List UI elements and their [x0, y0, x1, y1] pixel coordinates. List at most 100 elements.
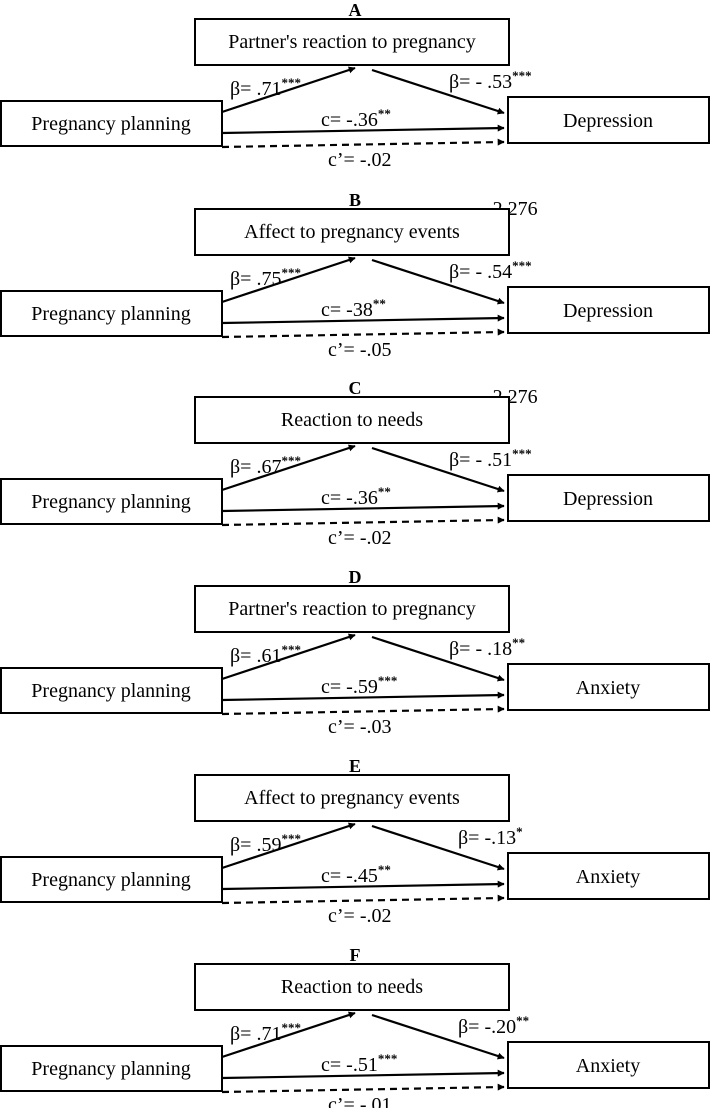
panel-d-path-b-arrow [371, 635, 505, 682]
panel-e-coef-a: β= .59*** [230, 831, 301, 856]
panel-f-path-b-arrow [371, 1013, 505, 1060]
panel-b-coef-c-prime-value: c’= -.05 [328, 339, 391, 361]
panel-b-outcome-box [507, 286, 710, 334]
panel-f-coef-a-significance: *** [281, 1020, 301, 1035]
panel-a-coef-c-prime-value: c’= -.02 [328, 149, 391, 171]
panel-e-outcome-box [507, 852, 710, 900]
panel-c-predictor-label: Pregnancy planning [31, 491, 190, 513]
panel-c-coef-c: c= -.36** [321, 484, 391, 509]
panel-c-coef-a: β= .67*** [230, 453, 301, 478]
panel-a-coef-b: β= - .53*** [449, 68, 532, 93]
panel-e-coef-b-significance: * [516, 824, 523, 839]
panel-c-coef-a-significance: *** [281, 453, 301, 468]
panel-c-coef-c-significance: ** [378, 484, 391, 499]
panel-f-coef-a-value: β= .71 [230, 1023, 281, 1045]
panel-a-coef-c-prime: c’= -.02 [328, 149, 391, 171]
panel-e-path-b-arrow [371, 824, 505, 871]
panel-d-coef-c-prime-value: c’= -.03 [328, 716, 391, 738]
panel-f-letter: F [350, 945, 361, 965]
panel-e-coef-b: β= -.13* [458, 824, 523, 849]
panel-c-coef-c-prime: c’= -.02 [328, 527, 391, 549]
panel-c-coef-c-value: c= -.36 [321, 487, 378, 509]
panel-b-coef-b-significance: *** [512, 258, 532, 273]
panel-d-path-c-arrow [221, 691, 505, 702]
panel-c-coef-c-prime-value: c’= -.02 [328, 527, 391, 549]
panel-c-outcome-box [507, 474, 710, 522]
panel-a-coef-c-significance: ** [378, 106, 391, 121]
panel-f-coef-b: β= -.20** [458, 1013, 529, 1038]
panel-e-coef-a-significance: *** [281, 831, 301, 846]
panel-e-coef-c-prime: c’= -.02 [328, 905, 391, 927]
panel-f-path-c-prime-arrow [221, 1083, 505, 1094]
panel-f-outcome-box [507, 1041, 710, 1089]
panel-d-path-c-prime-arrow [221, 705, 505, 716]
panel-b-path-b-arrow [371, 258, 505, 305]
panel-d-coef-b: β= - .18** [449, 635, 525, 660]
panel-a-outcome-label: Depression [563, 110, 653, 132]
panel-d: D Partner's reaction to pregnancyPregnanc… [0, 567, 710, 738]
panel-e-mediator-label: Affect to pregnancy events [244, 787, 460, 809]
panel-e-coef-c-prime-value: c’= -.02 [328, 905, 391, 927]
panel-a-coef-c-value: c= -.36 [321, 109, 378, 131]
panel-b-path-a-arrow [221, 256, 356, 304]
panel-b-coef-a-significance: *** [281, 265, 301, 280]
panel-c-coef-b-significance: *** [512, 446, 532, 461]
panel-b-coef-b-value: β= - .54 [449, 261, 512, 283]
panel-f-coef-c-value: c= -.51 [321, 1054, 378, 1076]
panel-c-coef-a-value: β= .67 [230, 456, 281, 478]
panel-c-path-c-prime-arrow [221, 516, 505, 527]
panel-e-predictor-label: Pregnancy planning [31, 869, 190, 891]
panel-b-predictor-label: Pregnancy planning [31, 303, 190, 325]
panel-a-path-a-arrow [221, 66, 356, 114]
panel-b-coef-c: c= -38** [321, 296, 386, 321]
panel-b-path-c-arrow [221, 314, 505, 325]
panel-a-predictor-label: Pregnancy planning [31, 113, 190, 135]
panel-f-path-c-arrow [221, 1069, 505, 1080]
panel-d-coef-b-significance: ** [512, 635, 525, 650]
panel-f-coef-a: β= .71*** [230, 1020, 301, 1045]
panel-f-coef-b-significance: ** [516, 1013, 529, 1028]
panel-c-letter: C [349, 378, 362, 398]
panel-d-predictor-label: Pregnancy planning [31, 680, 190, 702]
panel-c-path-b-arrow [371, 446, 505, 493]
panel-a-coef-a: β= .71*** [230, 75, 301, 100]
panel-a-mediator-box [194, 18, 510, 66]
panel-b-coef-c-value: c= -38 [321, 299, 373, 321]
panel-e-predictor-box [0, 856, 223, 903]
panel-b-outcome-label: Depression [563, 300, 653, 322]
panel-d-coef-a: β= .61*** [230, 642, 301, 667]
panel-e-coef-a-value: β= .59 [230, 834, 281, 856]
panel-a-path-c-arrow [221, 124, 505, 135]
panel-f-path-a-arrow [221, 1011, 356, 1059]
panel-f-coef-c-significance: *** [378, 1051, 398, 1066]
panel-e-path-c-arrow [221, 880, 505, 891]
panel-d-coef-c: c= -.59*** [321, 673, 397, 698]
panel-e-coef-c-significance: ** [378, 862, 391, 877]
panel-b-coef-c-significance: ** [373, 296, 386, 311]
panel-d-predictor-box [0, 667, 223, 714]
panel-b-predictor-box [0, 290, 223, 337]
panel-d-mediator-label: Partner's reaction to pregnancy [228, 598, 475, 620]
panel-b-mediator-box [194, 208, 510, 256]
panel-e-coef-b-value: β= -.13 [458, 827, 516, 849]
panel-d-outcome-box [507, 663, 710, 711]
panel-f-coef-c-prime: c’= -.01 [328, 1094, 391, 1108]
panel-a-coef-b-value: β= - .53 [449, 71, 512, 93]
panel-d-coef-a-significance: *** [281, 642, 301, 657]
panel-f-predictor-box [0, 1045, 223, 1092]
panel-e-outcome-label: Anxiety [576, 866, 640, 888]
panel-c-path-a-arrow [221, 444, 356, 492]
panel-f-mediator-box [194, 963, 510, 1011]
panel-e-path-a-arrow [221, 822, 356, 870]
panel-c-outcome-label: Depression [563, 488, 653, 510]
panel-d-letter: D [349, 567, 362, 587]
panel-d-coef-b-value: β= - .18 [449, 638, 512, 660]
panel-a-path-c-prime-arrow [221, 138, 505, 149]
panel-d-outcome-label: Anxiety [576, 677, 640, 699]
panel-b-coef-a: β= .75*** [230, 265, 301, 290]
panel-b-letter: B [349, 190, 361, 210]
